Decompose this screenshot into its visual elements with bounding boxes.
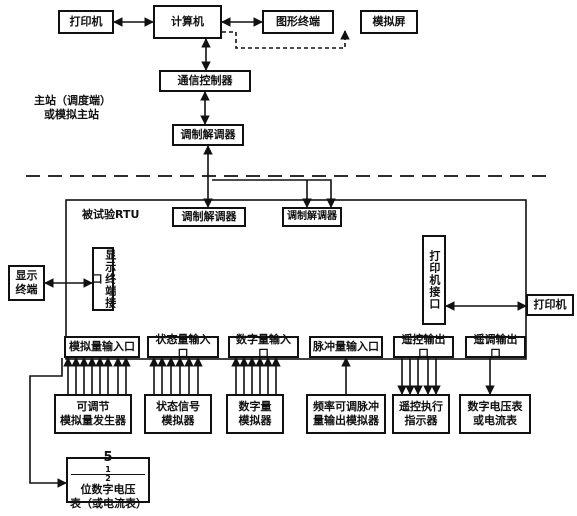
digital-simulator-box: 数字量模拟器 bbox=[226, 394, 284, 434]
analog-generator-box: 可调节模拟量发生器 bbox=[54, 394, 132, 434]
master-station-label: 主站（调度端） 或模拟主站 bbox=[34, 94, 111, 122]
link-computer-screen bbox=[222, 30, 350, 49]
analog-input-port: 模拟量输入口 bbox=[64, 336, 140, 358]
computer-box: 计算机 bbox=[153, 5, 222, 39]
comm-controller-box: 通信控制器 bbox=[159, 70, 251, 92]
graphic-terminal-box: 图形终端 bbox=[262, 10, 334, 34]
link-modem-branch bbox=[212, 179, 336, 208]
pulse-simulator-box: 频率可调脉冲量输出模拟器 bbox=[306, 394, 386, 434]
rtu-label: 被试验RTU bbox=[82, 208, 140, 221]
modem-rtu-1-box: 调制解调器 bbox=[172, 207, 246, 227]
modem-rtu-2-box: 调制解调器 bbox=[282, 207, 342, 227]
display-terminal-interface-box: 显示终端接口 bbox=[90, 247, 117, 311]
status-simulator-box: 状态信号模拟器 bbox=[144, 394, 212, 434]
printer-right-box: 打印机 bbox=[526, 294, 574, 316]
remote-adjust-output-port: 遥调输出口 bbox=[465, 333, 526, 360]
printer-top-box: 打印机 bbox=[58, 10, 114, 34]
remote-control-output-port: 遥控输出口 bbox=[393, 333, 454, 360]
meter-box: 数字电压表或电流表 bbox=[459, 394, 531, 434]
status-input-port: 状态量输入口 bbox=[147, 333, 219, 360]
modem-master-box: 调制解调器 bbox=[172, 124, 244, 146]
printer-interface-box: 打印机接口 bbox=[422, 235, 446, 325]
digital-input-port: 数字量输入口 bbox=[228, 333, 299, 360]
simulation-screen-box: 模拟屏 bbox=[360, 10, 418, 34]
link-analog-dvm bbox=[29, 358, 67, 488]
dvm-whole: 5 bbox=[103, 449, 113, 465]
remote-control-indicator-box: 遥控执行指示器 bbox=[392, 394, 450, 434]
pulse-input-port: 脉冲量输入口 bbox=[309, 336, 383, 358]
display-terminal-box: 显示终端 bbox=[8, 265, 45, 301]
